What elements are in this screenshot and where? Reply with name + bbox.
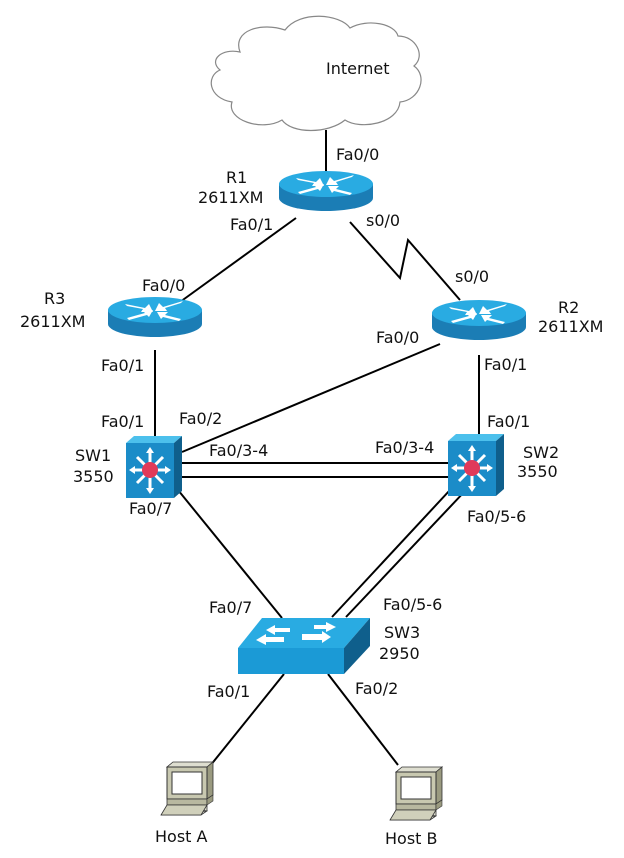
host-a-icon[interactable]: [160, 761, 214, 816]
r3-name: R3: [44, 289, 66, 308]
host-b-name: Host B: [385, 829, 438, 848]
sw2-name: SW2: [523, 443, 560, 462]
r1-name: R1: [226, 168, 248, 187]
port-r1-fa00: Fa0/0: [336, 145, 380, 164]
port-sw1-fa01: Fa0/1: [101, 412, 145, 431]
port-r3-fa01: Fa0/1: [101, 356, 145, 375]
host-a-name: Host A: [155, 827, 208, 846]
r3-model: 2611XM: [20, 312, 86, 331]
link-sw3-hostb: [327, 673, 399, 766]
sw1-model: 3550: [73, 467, 114, 486]
port-sw3-fa02: Fa0/2: [355, 679, 399, 698]
host-b-icon[interactable]: [389, 766, 443, 821]
link-r1-r3: [179, 217, 297, 303]
port-r3-fa00: Fa0/0: [142, 276, 186, 295]
link-r1-r2-serial: [349, 221, 461, 301]
router-r2-icon[interactable]: [432, 300, 526, 340]
link-sw2-sw3-a: [331, 489, 451, 618]
link-sw2-sw3-b: [345, 489, 467, 618]
internet-label: Internet: [326, 59, 390, 78]
router-r3-icon[interactable]: [108, 297, 202, 337]
port-r2-fa01: Fa0/1: [484, 355, 528, 374]
link-sw1-sw3: [177, 489, 283, 619]
multilayer-switch-sw2-icon[interactable]: [446, 432, 506, 498]
sw3-name: SW3: [384, 623, 421, 642]
internet-cloud-icon: [210, 15, 422, 131]
link-r2-sw1: [181, 343, 441, 453]
port-sw3-fa07: Fa0/7: [209, 598, 253, 617]
multilayer-switch-sw1-icon[interactable]: [124, 434, 184, 500]
port-r1-fa01: Fa0/1: [230, 215, 274, 234]
port-sw2-fa034: Fa0/3-4: [375, 438, 435, 457]
port-sw3-fa056: Fa0/5-6: [383, 595, 443, 614]
sw2-model: 3550: [517, 462, 558, 481]
link-sw3-hosta: [209, 673, 285, 767]
port-sw2-fa056: Fa0/5-6: [467, 507, 527, 526]
port-sw2-fa01: Fa0/1: [487, 412, 531, 431]
port-sw3-fa01: Fa0/1: [207, 682, 251, 701]
sw3-model: 2950: [379, 644, 420, 663]
port-r1-s00: s0/0: [366, 211, 401, 230]
port-sw1-fa02: Fa0/2: [179, 409, 223, 428]
port-sw1-fa07: Fa0/7: [129, 499, 173, 518]
port-sw1-fa034: Fa0/3-4: [209, 441, 269, 460]
port-r2-fa00: Fa0/0: [376, 328, 420, 347]
r1-model: 2611XM: [198, 188, 264, 207]
port-r2-s00: s0/0: [455, 267, 490, 286]
r2-model: 2611XM: [538, 317, 604, 336]
switch-sw3-icon[interactable]: [238, 618, 370, 674]
router-r1-icon[interactable]: [279, 171, 373, 211]
sw1-name: SW1: [75, 446, 112, 465]
r2-name: R2: [558, 298, 580, 317]
